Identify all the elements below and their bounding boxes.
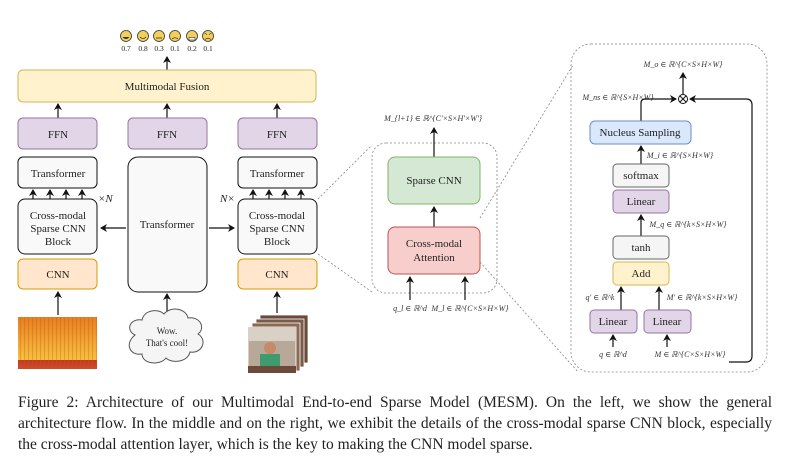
attention-label-line1: Cross-modal bbox=[406, 238, 462, 250]
cnn-label-audio: CNN bbox=[46, 269, 69, 281]
ffn-label-visual: FFN bbox=[267, 129, 287, 141]
cross-modal-block-audio bbox=[17, 198, 98, 255]
score-2: 0.3 bbox=[154, 44, 164, 53]
linear-label-q: Linear bbox=[599, 316, 628, 328]
transformer-label-text: Transformer bbox=[140, 219, 195, 231]
ffn-label-text: FFN bbox=[157, 129, 177, 141]
q-input-label: q ∈ ℝ^d bbox=[599, 350, 628, 359]
cnn-label-visual: CNN bbox=[265, 269, 288, 281]
linear-box-q bbox=[589, 309, 638, 334]
block-label-line1-visual: Cross-modal bbox=[249, 210, 305, 222]
speech-cloud bbox=[128, 308, 204, 364]
audio-spectrogram-image bbox=[18, 317, 97, 369]
softmax-label: softmax bbox=[623, 170, 659, 182]
multimodal-fusion-box bbox=[17, 69, 317, 103]
linear-label-mid: Linear bbox=[627, 196, 656, 208]
happy-face-icon bbox=[137, 30, 149, 42]
softmax-box bbox=[612, 163, 670, 188]
sparse-cnn-box bbox=[387, 156, 481, 205]
mprime-label: M' ∈ ℝ^{k×S×H×W} bbox=[666, 293, 738, 302]
emotion-scores: 0.7 0.8 0.3 0.1 0.2 0.1 bbox=[120, 30, 214, 53]
ffn-box-text bbox=[127, 117, 208, 150]
cnn-box-audio bbox=[17, 258, 98, 290]
times-n-left: ×N bbox=[98, 193, 113, 205]
score-4: 0.2 bbox=[187, 44, 197, 53]
linear-box-m bbox=[643, 309, 692, 334]
nucleus-sampling-label: Nucleus Sampling bbox=[600, 127, 681, 139]
ffn-box-audio bbox=[17, 117, 98, 150]
score-0: 0.7 bbox=[121, 44, 131, 53]
mq-label: M_q ∈ ℝ^{k×S×H×W} bbox=[649, 220, 728, 229]
score-1: 0.8 bbox=[138, 44, 148, 53]
figure-caption: Figure 2: Architecture of our Multimodal… bbox=[18, 394, 772, 453]
sparse-cnn-label: Sparse CNN bbox=[406, 175, 461, 187]
add-label: Add bbox=[632, 268, 651, 280]
angry-face-icon bbox=[202, 30, 214, 42]
laughing-face-icon bbox=[120, 30, 132, 42]
cnn-box-visual bbox=[237, 258, 318, 290]
video-frames-image bbox=[247, 314, 309, 374]
middle-input-m: M_l ∈ ℝ^{C×S×H×W} bbox=[431, 304, 510, 313]
multimodal-fusion-label: Multimodal Fusion bbox=[125, 81, 210, 93]
linear-label-m: Linear bbox=[653, 316, 682, 328]
score-3: 0.1 bbox=[170, 44, 180, 53]
arrow-nucleus-to-multiply bbox=[640, 95, 677, 121]
linear-box-mid bbox=[612, 189, 670, 214]
arrow-skip-to-multiply bbox=[689, 95, 753, 363]
ffn-label-audio: FFN bbox=[48, 129, 68, 141]
architecture-diagram: 0.7 0.8 0.3 0.1 0.2 0.1 Multimodal Fusio… bbox=[17, 30, 768, 374]
zoom-line-right-bottom bbox=[479, 261, 579, 373]
cross-modal-attention-box bbox=[387, 226, 481, 275]
text-input-line2: That's cool! bbox=[146, 338, 188, 348]
score-5: 0.1 bbox=[203, 44, 213, 53]
block-label-line2-visual: Sparse CNN bbox=[249, 223, 304, 235]
neutral-face-icon bbox=[153, 30, 165, 42]
transformer-box-text bbox=[127, 156, 208, 293]
ffn-box-visual bbox=[237, 117, 318, 150]
tanh-label: tanh bbox=[632, 242, 651, 254]
arrows-block-to-transformer-visual bbox=[249, 189, 305, 199]
multiply-icon bbox=[678, 94, 688, 104]
middle-output-label: M_{l+1} ∈ ℝ^{C'×S×H'×W'} bbox=[383, 114, 483, 123]
text-input-line1: Wow. bbox=[157, 326, 177, 336]
attention-detail-container bbox=[570, 43, 768, 373]
fearful-face-icon bbox=[186, 30, 198, 42]
transformer-label-visual: Transformer bbox=[250, 168, 305, 180]
block-label-line3-visual: Block bbox=[264, 236, 291, 248]
mns-label: M_ns ∈ ℝ^{S×H×W} bbox=[581, 93, 654, 102]
zoom-line-right-top bbox=[479, 64, 574, 219]
add-box bbox=[612, 261, 670, 286]
nucleus-sampling-box bbox=[589, 120, 692, 145]
middle-input-q: q_l ∈ ℝ^d bbox=[393, 304, 428, 313]
times-n-right: N× bbox=[219, 193, 235, 205]
zoom-line-top bbox=[317, 144, 373, 200]
block-label-line1-audio: Cross-modal bbox=[30, 210, 86, 222]
sad-face-icon bbox=[169, 30, 181, 42]
attention-label-line2: Attention bbox=[413, 252, 455, 264]
mi-label: M_i ∈ ℝ^{S×H×W} bbox=[646, 151, 714, 160]
cross-modal-block-visual bbox=[237, 198, 318, 255]
arrows-block-to-transformer-audio bbox=[29, 189, 86, 199]
right-output-label: M_o ∈ ℝ^{C×S×H×W} bbox=[643, 60, 723, 69]
block-label-line2-audio: Sparse CNN bbox=[30, 223, 85, 235]
zoom-line-bottom bbox=[317, 253, 373, 293]
transformer-box-audio bbox=[17, 156, 98, 189]
transformer-label-audio: Transformer bbox=[31, 168, 86, 180]
block-label-line3-audio: Block bbox=[45, 236, 72, 248]
m-input-label: M ∈ ℝ^{C×S×H×W} bbox=[654, 350, 726, 359]
tanh-box bbox=[612, 235, 670, 260]
transformer-box-visual bbox=[237, 156, 318, 189]
qprime-label: q' ∈ ℝ^k bbox=[586, 293, 615, 302]
